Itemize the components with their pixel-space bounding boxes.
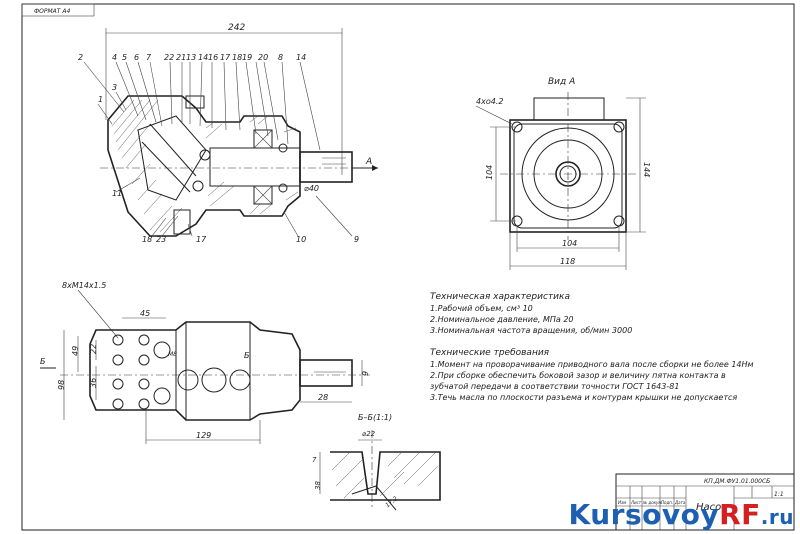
sheet-frame — [21, 3, 795, 531]
view-a-title: Вид А — [548, 77, 575, 87]
dim-m8: М8 — [168, 351, 177, 358]
tech-req-title: Технические требования — [430, 348, 550, 358]
callout-17b: 17 — [196, 235, 207, 244]
callout-23: 23 — [156, 235, 166, 244]
dim-v-104: 104 — [485, 165, 494, 180]
side-view: 8хМ14х1.5 45 98 49 22 36 Б Б М8 28 — [40, 281, 370, 444]
callout-14b: 14 — [296, 53, 306, 62]
drawing-code: КП.ДМ.ФУ1.01.000СБ — [704, 478, 770, 485]
svg-text:Изм: Изм — [618, 500, 626, 505]
dim-38: 38 — [314, 481, 322, 490]
callout-5: 5 — [122, 53, 127, 62]
dim-17-2: 17,2 — [384, 495, 399, 509]
dim-22-dia: ⌀22 — [362, 430, 376, 438]
dim-28: 28 — [318, 393, 328, 402]
callout-13: 13 — [186, 53, 196, 62]
tech-req-line: 3.Течь масла по плоскости разъема и конт… — [430, 393, 738, 402]
dim-7: 7 — [312, 456, 317, 464]
tech-req-line: 1.Момент на проворачивание приводного ва… — [430, 360, 754, 369]
callout-18b: 18 — [142, 235, 152, 244]
callout-9: 9 — [354, 235, 359, 244]
view-a: Вид А 4хо4.2 104 144 104 118 — [475, 77, 651, 270]
site-logo: KursovoyRF.ru — [568, 498, 794, 531]
tech-char-line: 3.Номинальная частота вращения, об/мин 3… — [430, 326, 633, 335]
drawing-name: Насос — [696, 502, 727, 513]
callout-6: 6 — [134, 53, 139, 62]
callout-21: 21 — [176, 53, 186, 62]
output-shaft — [299, 151, 353, 183]
tech-requirements: Технические требования 1.Момент на прово… — [430, 348, 770, 403]
title-block: КП.ДМ.ФУ1.01.000СБ Изм Лист № докум. Под… — [615, 473, 795, 531]
dim-v-144: 144 — [642, 162, 651, 177]
pump-body-outline — [107, 95, 301, 237]
callout-16: 16 — [208, 53, 218, 62]
format-stamp: ФОРМАТ А4 — [34, 8, 70, 15]
dim-98: 98 — [57, 380, 66, 390]
callout-18a: 18 — [232, 53, 242, 62]
callout-17a: 17 — [220, 53, 231, 62]
section-b-mark-left: Б — [40, 357, 46, 366]
dim-9: 9 — [361, 371, 370, 376]
callout-2: 2 — [78, 53, 83, 62]
dim-h-104: 104 — [562, 239, 577, 248]
callout-11: 11 — [112, 189, 122, 198]
callout-8: 8 — [278, 53, 283, 62]
dim-242: 242 — [228, 23, 245, 33]
dim-129: 129 — [196, 431, 211, 440]
tech-characteristics: Техническая характеристика 1.Рабочий объ… — [430, 292, 730, 336]
callout-7: 7 — [146, 53, 152, 62]
callout-1: 1 — [98, 95, 103, 104]
svg-text:Подп.: Подп. — [661, 500, 673, 505]
svg-text:Лист: Лист — [630, 500, 642, 505]
callout-20: 20 — [258, 53, 268, 62]
section-b-b: Б–Б(1:1) ⌀22 7 38 17,2 — [312, 413, 441, 511]
section-b-title: Б–Б(1:1) — [358, 413, 392, 422]
tech-char-line: 2.Номинальное давление, МПа 20 — [430, 315, 574, 324]
dim-22: 22 — [89, 344, 98, 354]
section-arrow-label: A — [365, 157, 372, 167]
dim-36: 36 — [89, 378, 98, 388]
svg-text:Дата: Дата — [674, 500, 686, 505]
callout-19: 19 — [242, 53, 252, 62]
tech-char-title: Техническая характеристика — [430, 292, 570, 302]
callout-14a: 14 — [198, 53, 208, 62]
dim-49: 49 — [71, 346, 80, 356]
dim-h-118: 118 — [560, 257, 575, 266]
dim-thread: 8хМ14х1.5 — [62, 281, 106, 290]
svg-text:№ докум.: № докум. — [642, 500, 663, 505]
callout-4: 4 — [112, 53, 117, 62]
callout-3: 3 — [112, 83, 117, 92]
section-b-mark-right: Б — [244, 351, 250, 360]
dim-shaft-40: ⌀40 — [304, 184, 319, 193]
callout-22: 22 — [164, 53, 174, 62]
format-stamp-box — [21, 3, 95, 17]
dim-holes: 4хо4.2 — [476, 97, 503, 106]
callout-10: 10 — [296, 235, 306, 244]
tech-char-line: 1.Рабочий объем, см³ 10 — [430, 304, 533, 313]
dim-45: 45 — [140, 309, 150, 318]
tech-req-line: зубчатой передачи в соответствии точност… — [430, 382, 680, 391]
drawing-scale: 1:1 — [774, 491, 784, 498]
tech-req-line: 2.При сборке обеспечить боковой зазор и … — [430, 371, 726, 380]
main-section-view: 242 — [78, 23, 378, 244]
